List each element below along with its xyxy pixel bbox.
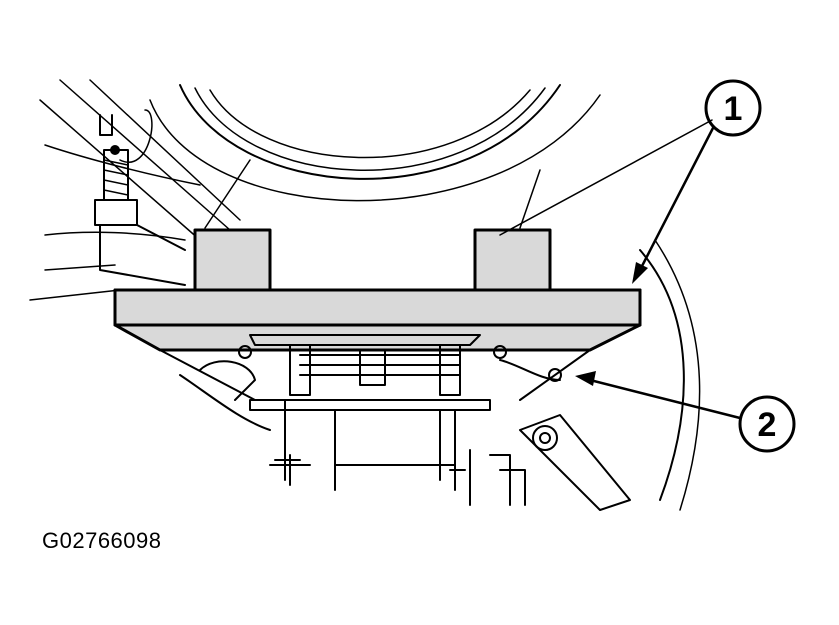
engine-housing-outline bbox=[29, 79, 701, 511]
callout-1: 1 bbox=[499, 79, 762, 284]
callout-2-number: 2 bbox=[758, 406, 777, 444]
callout-2: 2 bbox=[575, 371, 796, 453]
callout-2-arrowhead bbox=[575, 371, 596, 386]
callout-1-number: 1 bbox=[724, 90, 743, 128]
lower-bracket-assembly bbox=[179, 334, 562, 491]
left-spring-assembly bbox=[94, 109, 186, 286]
crossmember-plate bbox=[113, 288, 642, 401]
upper-mount-blocks bbox=[193, 159, 552, 292]
figure-code: G02766098 bbox=[42, 528, 162, 553]
callout-1-arrowhead bbox=[632, 262, 648, 284]
right-lever-arm bbox=[469, 414, 631, 511]
